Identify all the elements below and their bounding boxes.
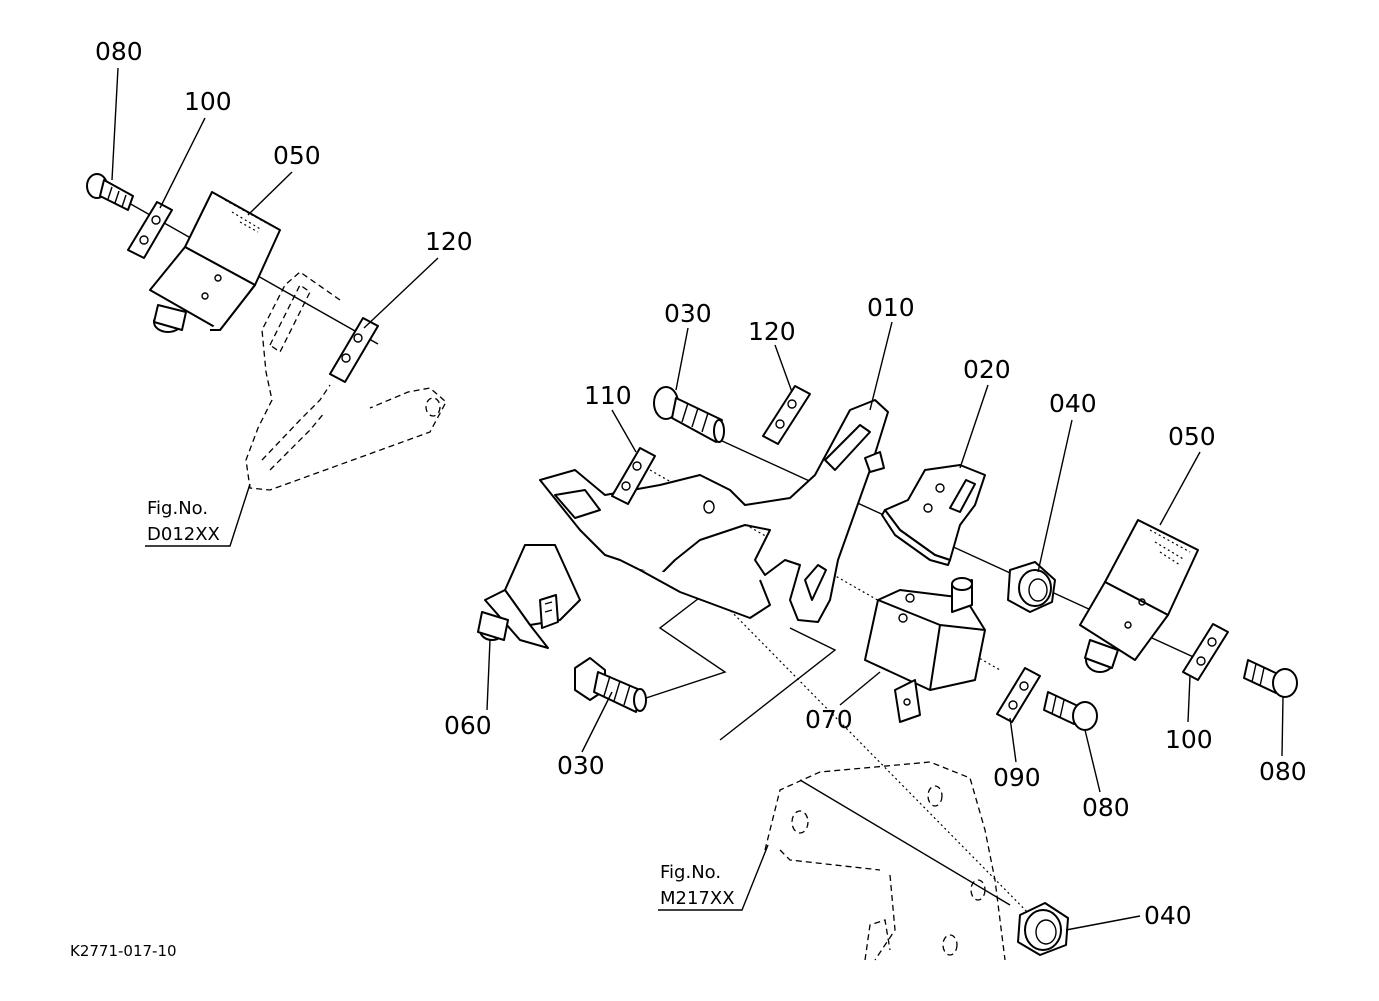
label-010: 010: [867, 293, 915, 322]
ghost-hole-2: [927, 785, 943, 807]
label-100-b: 100: [1165, 725, 1213, 754]
ghost-bracket-hole: [425, 397, 441, 417]
connect-line-b: [719, 627, 837, 741]
plate-110: [611, 447, 656, 505]
plate-020: [881, 464, 986, 566]
bolt-080-right: [1243, 659, 1298, 698]
label-030-a: 030: [664, 299, 712, 328]
plate-100-right: [1182, 623, 1229, 681]
label-020: 020: [963, 355, 1011, 384]
ref-callout-m217: Fig.No. M217XX: [658, 844, 769, 911]
label-120-a: 120: [425, 227, 473, 256]
plate-120-main: [762, 385, 811, 445]
actuator-060: [477, 544, 581, 649]
label-070: 070: [805, 705, 853, 734]
plate-120-left: [329, 317, 379, 383]
actuator-070: [864, 577, 986, 723]
label-100-a: 100: [184, 87, 232, 116]
ref-m217-line1: Fig.No.: [660, 862, 721, 883]
ref-d012-line2: D012XX: [147, 524, 220, 545]
bracket-010: [539, 399, 889, 623]
label-040-a: 040: [1049, 389, 1097, 418]
label-080-a: 080: [95, 37, 143, 66]
part-labels: 080 100 050 120 010 030 120 020 110 040 …: [95, 37, 1307, 930]
ghost-bracket-sector: [261, 384, 331, 471]
ghost-hole-1: [791, 810, 809, 834]
ghost-hole-4: [942, 934, 958, 956]
label-080-b: 080: [1082, 793, 1130, 822]
nut-040-upper: [1007, 561, 1056, 613]
label-050-a: 050: [273, 141, 321, 170]
label-050-b: 050: [1168, 422, 1216, 451]
ghost-bracket-m217: [764, 761, 1006, 961]
ghost-tab: [864, 919, 891, 961]
bolt-080-center: [1043, 691, 1098, 731]
ref-d012-line1: Fig.No.: [147, 498, 208, 519]
ref-m217-line2: M217XX: [660, 888, 735, 909]
label-030-b: 030: [557, 751, 605, 780]
plate-090: [996, 667, 1041, 723]
label-090: 090: [993, 763, 1041, 792]
drawing-code: K2771-017-10: [70, 942, 177, 960]
actuator-050-right: [1079, 519, 1199, 673]
axis-lower: [719, 599, 1041, 926]
label-120-b: 120: [748, 317, 796, 346]
label-060: 060: [444, 711, 492, 740]
bolt-080-left: [86, 173, 134, 211]
label-080-c: 080: [1259, 757, 1307, 786]
bolt-030-lower: [574, 657, 647, 713]
main-assembly: [477, 321, 1298, 961]
upper-left-assembly: [86, 67, 447, 491]
connect-line-a: [639, 581, 727, 701]
ghost-bracket-d012: [245, 271, 447, 491]
nut-040-lower: [1017, 902, 1069, 956]
plate-100-left: [127, 201, 173, 259]
bolt-030-upper: [653, 386, 725, 443]
label-040-b: 040: [1144, 901, 1192, 930]
actuator-050-left: [149, 191, 281, 333]
ghost-bracket-slot: [269, 284, 311, 353]
ref-callout-d012: Fig.No. D012XX: [145, 483, 251, 547]
label-110: 110: [584, 381, 632, 410]
